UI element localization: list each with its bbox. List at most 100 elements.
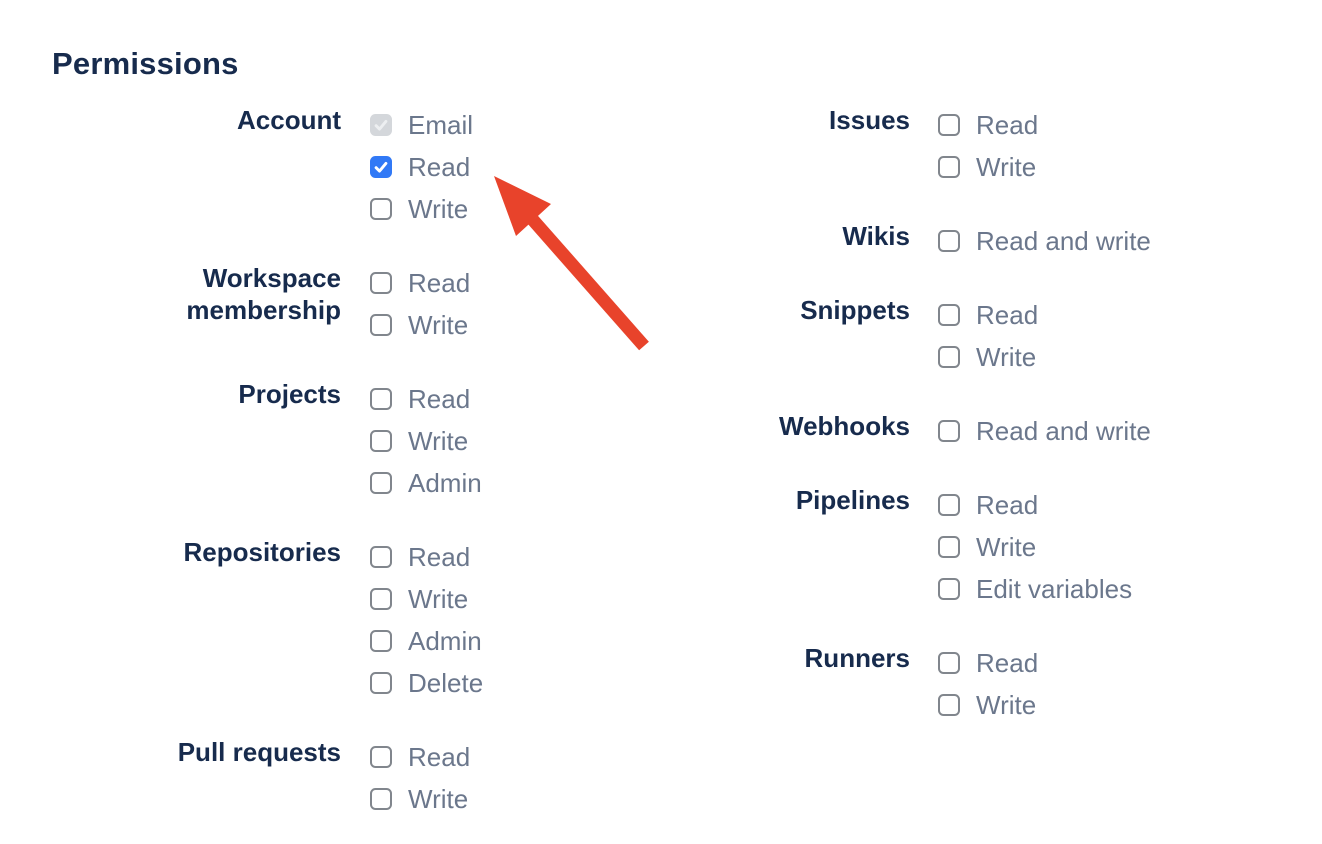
checkbox-option-projects-admin[interactable]: Admin — [370, 462, 482, 504]
checkbox-option-label: Write — [408, 584, 469, 614]
group-label-pull-requests: Pull requests — [177, 737, 341, 767]
checkbox-option-projects-write[interactable]: Write — [370, 420, 482, 462]
checkbox-option-label: Read and write — [976, 416, 1151, 446]
checkbox-option-snippets-read[interactable]: Read — [938, 294, 1038, 336]
group-label-account: Account — [237, 105, 341, 135]
checkbox-write[interactable] — [370, 788, 392, 810]
checkbox-option-issues-write[interactable]: Write — [938, 146, 1038, 188]
permission-group-wikis: Wikis Read and write — [570, 220, 1151, 262]
checkbox-option-repositories-admin[interactable]: Admin — [370, 620, 483, 662]
group-label-issues: Issues — [829, 105, 910, 135]
checkbox-option-account-read[interactable]: Read — [370, 146, 473, 188]
checkbox-option-pipelines-edit-variables[interactable]: Edit variables — [938, 568, 1132, 610]
group-label-repositories: Repositories — [183, 537, 342, 567]
group-label-workspace-membership: Workspace membership — [186, 263, 341, 325]
group-label-webhooks: Webhooks — [779, 411, 910, 441]
checkbox-write[interactable] — [938, 346, 960, 368]
checkbox-read-and-write[interactable] — [938, 420, 960, 442]
checkbox-write[interactable] — [938, 156, 960, 178]
checkbox-email — [370, 114, 392, 136]
checkbox-option-repositories-delete[interactable]: Delete — [370, 662, 483, 704]
group-label-wikis: Wikis — [842, 221, 910, 251]
checkbox-option-wikis-read-and-write[interactable]: Read and write — [938, 220, 1151, 262]
checkbox-option-label: Read — [408, 742, 471, 772]
checkbox-option-repositories-write[interactable]: Write — [370, 578, 483, 620]
options-wikis: Read and write — [938, 220, 1151, 262]
checkbox-option-account-write[interactable]: Write — [370, 188, 473, 230]
checkbox-write[interactable] — [370, 314, 392, 336]
page-title: Permissions — [52, 46, 239, 81]
checkbox-read[interactable] — [938, 652, 960, 674]
checkbox-read[interactable] — [370, 746, 392, 768]
checkbox-read[interactable] — [370, 156, 392, 178]
checkbox-read[interactable] — [938, 114, 960, 136]
checkbox-option-label: Read — [976, 490, 1039, 520]
checkbox-option-account-email: Email — [370, 104, 473, 146]
checkbox-option-snippets-write[interactable]: Write — [938, 336, 1038, 378]
checkbox-option-pipelines-read[interactable]: Read — [938, 484, 1132, 526]
checkbox-option-workspace-membership-write[interactable]: Write — [370, 304, 470, 346]
checkbox-edit-variables[interactable] — [938, 578, 960, 600]
checkbox-option-webhooks-read-and-write[interactable]: Read and write — [938, 410, 1151, 452]
permission-group-webhooks: Webhooks Read and write — [570, 410, 1151, 452]
checkbox-option-issues-read[interactable]: Read — [938, 104, 1038, 146]
checkbox-option-label: Read — [976, 648, 1039, 678]
checkbox-option-label: Write — [408, 310, 469, 340]
checkbox-option-label: Delete — [408, 668, 484, 698]
checkbox-option-runners-write[interactable]: Write — [938, 684, 1038, 726]
checkbox-read[interactable] — [370, 272, 392, 294]
checkbox-delete[interactable] — [370, 672, 392, 694]
checkbox-option-label: Read — [408, 384, 471, 414]
checkbox-write[interactable] — [938, 536, 960, 558]
checkbox-option-label: Admin — [408, 626, 482, 656]
checkbox-option-label: Write — [976, 342, 1037, 372]
checkbox-read[interactable] — [370, 546, 392, 568]
checkbox-admin[interactable] — [370, 630, 392, 652]
checkbox-option-pipelines-write[interactable]: Write — [938, 526, 1132, 568]
group-label-snippets: Snippets — [800, 295, 910, 325]
checkbox-option-label: Write — [976, 532, 1037, 562]
checkbox-write[interactable] — [370, 588, 392, 610]
checkbox-option-label: Edit variables — [976, 574, 1133, 604]
group-label-projects: Projects — [238, 379, 341, 409]
checkbox-read[interactable] — [938, 304, 960, 326]
checkbox-write[interactable] — [370, 198, 392, 220]
group-label-runners: Runners — [804, 643, 910, 673]
checkbox-option-runners-read[interactable]: Read — [938, 642, 1038, 684]
checkbox-read[interactable] — [370, 388, 392, 410]
checkbox-option-projects-read[interactable]: Read — [370, 378, 482, 420]
checkbox-option-pull-requests-read[interactable]: Read — [370, 736, 470, 778]
checkbox-read-and-write[interactable] — [938, 230, 960, 252]
checkbox-option-repositories-read[interactable]: Read — [370, 536, 483, 578]
checkbox-option-label: Write — [408, 194, 469, 224]
checkbox-option-pull-requests-write[interactable]: Write — [370, 778, 470, 820]
checkbox-option-workspace-membership-read[interactable]: Read — [370, 262, 470, 304]
checkbox-option-label: Read — [408, 268, 471, 298]
group-label-pipelines: Pipelines — [795, 485, 910, 515]
checkbox-option-label: Read — [976, 110, 1039, 140]
checkbox-option-label: Read — [408, 152, 471, 182]
options-webhooks: Read and write — [938, 410, 1151, 452]
checkbox-admin[interactable] — [370, 472, 392, 494]
checkbox-write[interactable] — [938, 694, 960, 716]
checkbox-option-label: Write — [976, 690, 1037, 720]
checkbox-read[interactable] — [938, 494, 960, 516]
checkbox-option-label: Write — [408, 426, 469, 456]
checkbox-write[interactable] — [370, 430, 392, 452]
